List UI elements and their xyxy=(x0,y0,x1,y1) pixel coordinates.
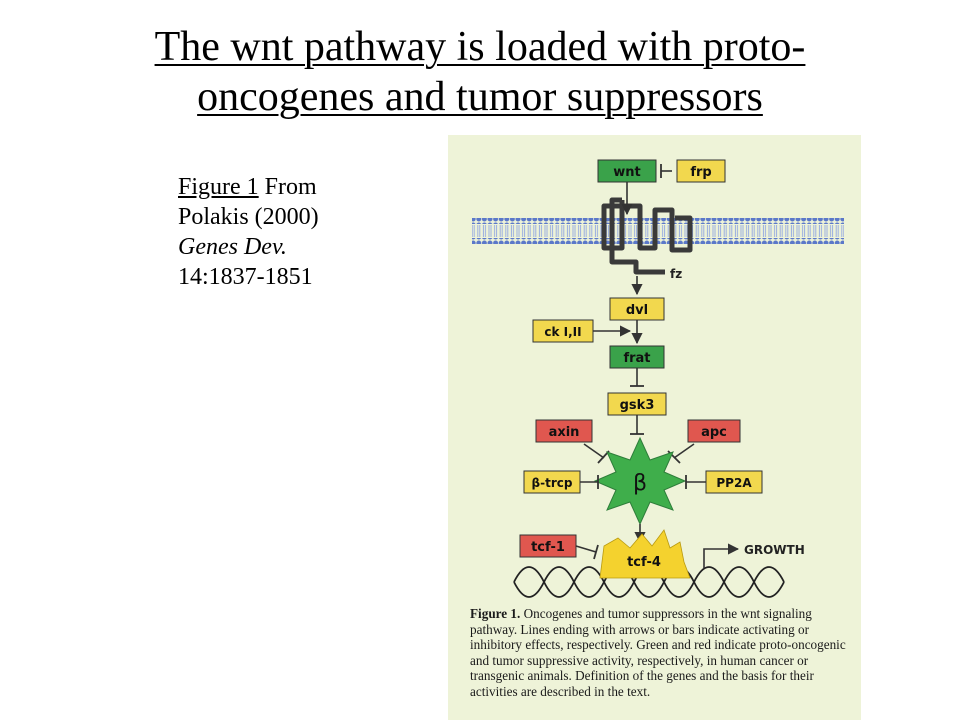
node-gsk3: gsk3 xyxy=(607,392,667,416)
label-tcf1: tcf-1 xyxy=(531,540,565,555)
citation-from: From xyxy=(258,174,317,200)
inhibit-btrcp-beta xyxy=(580,475,599,489)
citation-line-1: Figure 1 From xyxy=(178,172,319,202)
label-wnt: wnt xyxy=(613,165,640,180)
node-tcf4: tcf-4 xyxy=(599,529,691,579)
caption-text: Oncogenes and tumor suppressors in the w… xyxy=(470,606,846,699)
label-tcf4: tcf-4 xyxy=(627,555,661,570)
node-wnt: wnt xyxy=(597,159,657,183)
label-ck: ck I,II xyxy=(544,325,581,339)
inhibit-tcf1-tcf4 xyxy=(575,544,599,560)
slide-title-line-2: oncogenes and tumor suppressors xyxy=(197,74,763,120)
cell-membrane xyxy=(472,218,844,244)
inhibit-pp2a-beta xyxy=(685,475,706,489)
label-frp: frp xyxy=(690,165,711,180)
citation-author-year: Polakis (2000) xyxy=(178,204,319,230)
frizzled-receptor xyxy=(601,200,693,253)
node-frp: frp xyxy=(676,159,726,183)
node-axin: axin xyxy=(535,419,593,443)
citation-journal: Genes Dev. xyxy=(178,234,287,260)
node-tcf1: tcf-1 xyxy=(519,534,577,558)
label-dvl: dvl xyxy=(626,303,648,318)
frizzled-tail xyxy=(609,197,665,275)
inhibit-axin-beta xyxy=(583,443,610,464)
inhibit-frat-gsk3 xyxy=(630,368,644,387)
node-pp2a: PP2A xyxy=(705,470,763,494)
citation-volume-pages: 14:1837-1851 xyxy=(178,264,313,290)
node-frat: frat xyxy=(609,345,665,369)
label-frat: frat xyxy=(623,351,650,366)
node-btrcp: β-trcp xyxy=(523,470,581,494)
label-gsk3: gsk3 xyxy=(620,398,655,413)
arrow-growth xyxy=(703,543,740,568)
label-fz: fz xyxy=(670,267,682,281)
label-beta: β xyxy=(633,471,647,496)
node-dvl: dvl xyxy=(609,297,665,321)
label-pp2a: PP2A xyxy=(716,476,752,490)
citation-block: Figure 1 From Polakis (2000) Genes Dev. … xyxy=(178,172,319,292)
inhibit-gsk3-beta xyxy=(630,415,644,435)
figure-reference: Figure 1 xyxy=(178,174,259,200)
label-apc: apc xyxy=(701,425,727,440)
figure-caption: Figure 1. Oncogenes and tumor suppressor… xyxy=(470,606,854,700)
node-apc: apc xyxy=(687,419,741,443)
slide-title-line-1: The wnt pathway is loaded with proto- xyxy=(154,24,806,70)
node-ck: ck I,II xyxy=(532,319,594,343)
inhibit-frp-wnt xyxy=(660,164,672,178)
label-axin: axin xyxy=(549,425,580,440)
slide-title: The wnt pathway is loaded with proto- on… xyxy=(0,22,960,122)
label-btrcp: β-trcp xyxy=(532,476,573,490)
caption-label: Figure 1. xyxy=(470,606,521,621)
label-growth: GROWTH xyxy=(744,543,805,557)
